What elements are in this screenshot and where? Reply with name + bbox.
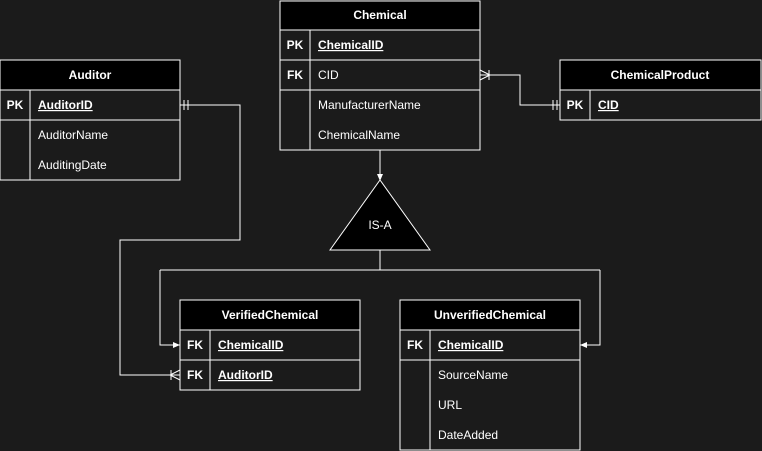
attribute-auditingdate: AuditingDate: [38, 158, 107, 172]
attribute-dateadded: DateAdded: [438, 428, 498, 442]
attribute-chemicalname: ChemicalName: [318, 128, 400, 142]
attribute-sourcename: SourceName: [438, 368, 508, 382]
entity-chemicalproduct[interactable]: ChemicalProduct PK CID: [559, 59, 762, 121]
attribute-auditorname: AuditorName: [38, 128, 108, 142]
arrowhead-verified: [173, 342, 180, 348]
key-pk: PK: [287, 38, 304, 52]
entity-title: ChemicalProduct: [611, 68, 710, 82]
arrowhead-isa: [377, 174, 383, 181]
attribute-cid: CID: [318, 68, 339, 82]
entity-verifiedchemical[interactable]: VerifiedChemical FK ChemicalID FK Audito…: [179, 299, 361, 391]
entity-title: Auditor: [69, 68, 112, 82]
entity-auditor[interactable]: Auditor PK AuditorID AuditorName Auditin…: [0, 59, 181, 181]
attribute-cid: CID: [598, 98, 619, 112]
arrowhead-unverified: [580, 342, 587, 348]
key-fk: FK: [187, 368, 203, 382]
attribute-chemicalid: ChemicalID: [438, 338, 504, 352]
entity-title: UnverifiedChemical: [434, 308, 546, 322]
isa-triangle: IS-A: [329, 179, 431, 251]
attribute-auditorid: AuditorID: [218, 368, 273, 382]
crowfoot-verified-auditorid: [168, 369, 181, 381]
one-marker-chemicalproduct: [552, 100, 558, 110]
entity-title: Chemical: [353, 8, 406, 22]
entity-unverifiedchemical[interactable]: UnverifiedChemical FK ChemicalID SourceN…: [399, 299, 581, 451]
key-fk: FK: [287, 68, 303, 82]
attribute-auditorid: AuditorID: [38, 98, 93, 112]
entity-chemical[interactable]: Chemical PK ChemicalID FK CID Manufactur…: [279, 0, 481, 151]
key-pk: PK: [7, 98, 24, 112]
isa-label: IS-A: [368, 218, 391, 232]
key-fk: FK: [187, 338, 203, 352]
attribute-manufacturername: ManufacturerName: [318, 98, 421, 112]
one-marker-auditor: [183, 100, 189, 110]
connector-auditor-verified: [119, 104, 241, 376]
attribute-chemicalid: ChemicalID: [218, 338, 284, 352]
connector-chemical-chemicalproduct: [480, 74, 560, 106]
attribute-chemicalid: ChemicalID: [318, 38, 384, 52]
entity-title: VerifiedChemical: [222, 308, 319, 322]
crowfoot-chemical-cid: [479, 69, 492, 81]
attribute-url: URL: [438, 398, 462, 412]
key-fk: FK: [407, 338, 423, 352]
key-pk: PK: [567, 98, 584, 112]
connector-isa-subtypes: [159, 250, 601, 346]
